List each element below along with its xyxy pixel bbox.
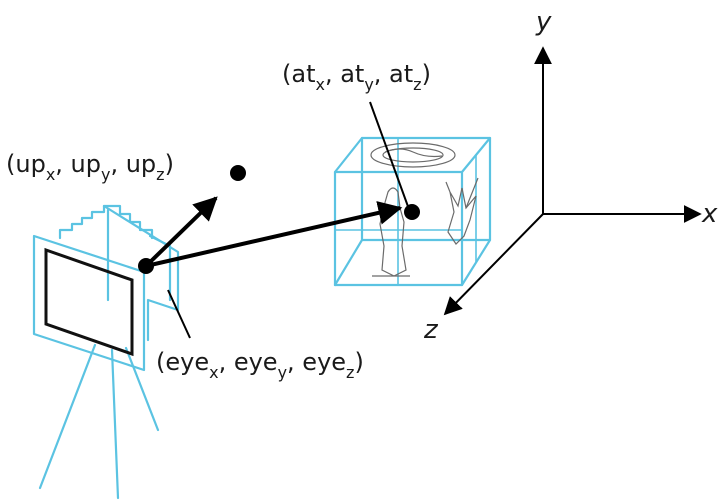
view-direction-arrow [145,201,403,268]
tripod-leg-center [110,348,120,500]
z-axis [443,213,544,316]
camera-bellows-top [58,204,154,240]
at-label: (atx, aty, atz) [282,60,431,94]
cube-top-art [370,142,456,168]
tripod-leg-left [38,343,97,490]
eye-label: (eyex, eyey, eyez) [156,348,364,382]
camera-front-frame [32,234,146,372]
up-label: (upx, upy, upz) [6,150,174,184]
y-axis-label: y [535,7,552,37]
eye-leader-line [167,289,191,339]
camera-bellows-fold [148,234,172,302]
up-point [230,165,246,181]
up-vector-arrow [144,196,218,268]
z-axis-label: z [423,315,439,345]
eye-point [138,258,154,274]
at-leader-line [369,101,411,213]
cube-object [333,136,492,287]
tripod-leg-right [124,346,160,432]
coordinate-axes [443,46,702,316]
at-point [404,204,420,220]
x-axis-label: x [701,199,718,229]
cube-front-art [379,187,407,277]
vectors [138,101,420,339]
camera-lens-panel [44,247,134,357]
